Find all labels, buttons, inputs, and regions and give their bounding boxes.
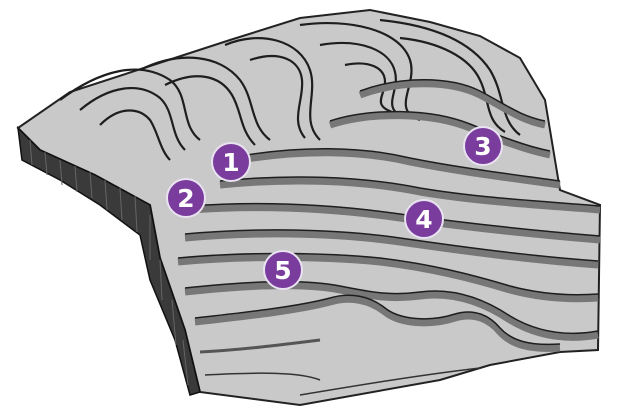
marker-2: 2 (167, 179, 205, 217)
marker-4: 4 (405, 200, 443, 238)
marker-1-label: 1 (222, 148, 239, 177)
marker-5-label: 5 (274, 256, 291, 285)
marker-4-label: 4 (415, 205, 432, 234)
marker-2-label: 2 (177, 184, 194, 213)
marker-3-label: 3 (474, 132, 491, 161)
marker-3: 3 (464, 127, 502, 165)
marker-5: 5 (264, 251, 302, 289)
marker-1: 1 (212, 143, 250, 181)
